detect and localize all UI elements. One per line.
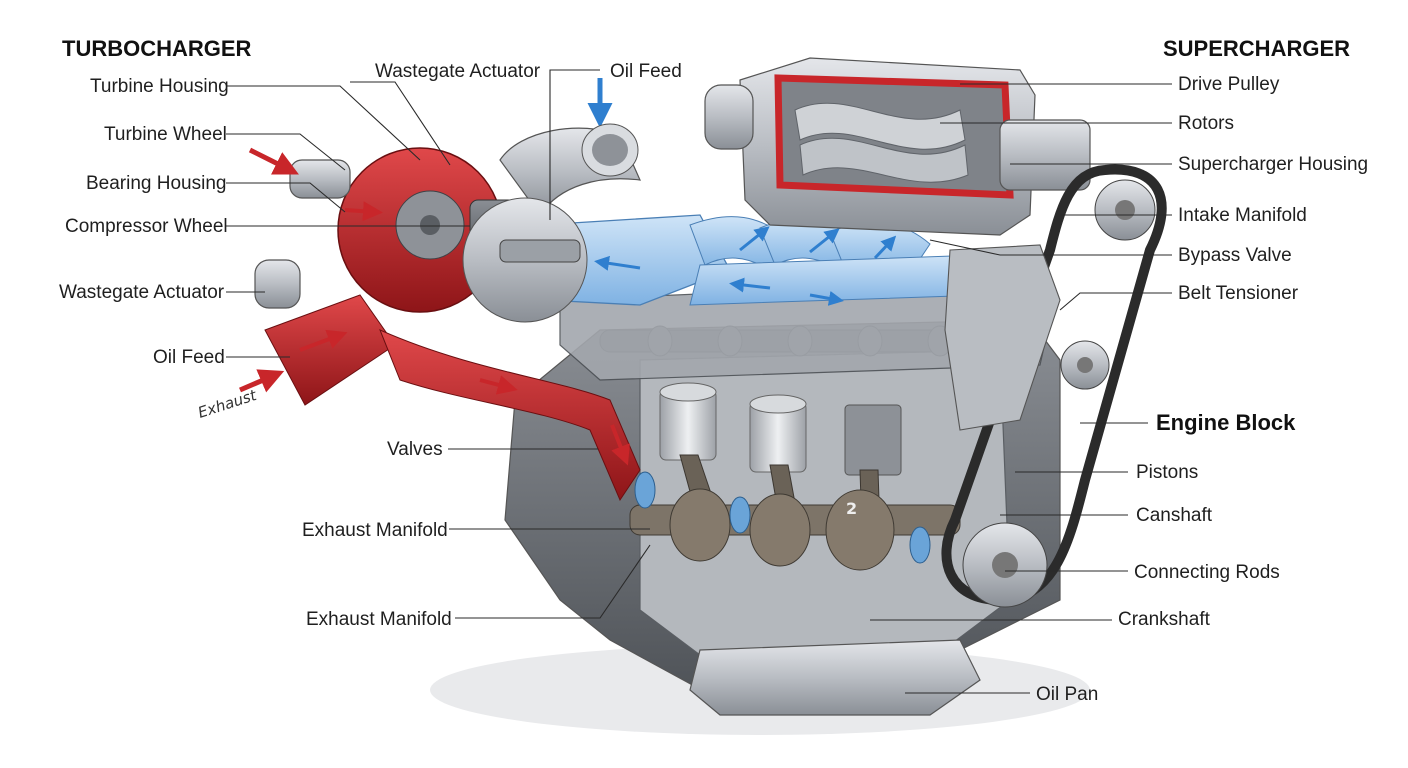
engine-illustration: 2 — [239, 57, 1167, 735]
rotor-1 — [794, 102, 966, 150]
label-crankshaft: Crankshaft — [1118, 609, 1211, 630]
label-rotors: Rotors — [1178, 113, 1234, 134]
label-belt-tensioner: Belt Tensioner — [1178, 283, 1299, 304]
label-connecting-rods: Connecting Rods — [1134, 562, 1280, 583]
timing-cover — [944, 244, 1061, 431]
leader-lines — [226, 69, 1172, 694]
turbocharger-group — [239, 147, 641, 502]
drive-pulley-hub — [1115, 200, 1135, 220]
intake-flow-arrow-6 — [809, 291, 844, 306]
intake-flow-arrow-2 — [739, 226, 770, 252]
piston-2-top — [749, 394, 807, 414]
label-oil-pan: Oil Pan — [1036, 684, 1098, 705]
heading-turbocharger: TURBOCHARGER — [62, 36, 252, 61]
supercharger-group — [704, 57, 1091, 236]
wastegate-canister — [254, 259, 301, 309]
main-bearing-2 — [729, 496, 751, 534]
intake-flow-arrow-4 — [873, 235, 897, 260]
label-intake-manifold: Intake Manifold — [1178, 205, 1307, 226]
oil-pan-shape — [689, 639, 981, 716]
label-camshaft: Canshaft — [1136, 505, 1213, 526]
crank-web-2 — [749, 493, 811, 567]
crank-web-3 — [825, 489, 895, 571]
label-exhaust-manifold-1: Exhaust Manifold — [302, 520, 448, 541]
exhaust-arrow-in-2 — [239, 369, 285, 393]
label-bearing-housing: Bearing Housing — [86, 173, 226, 194]
label-wastegate-actuator-left: Wastegate Actuator — [59, 282, 225, 303]
exhaust-arrow-flow-1 — [299, 329, 348, 352]
label-bypass-valve: Bypass Valve — [1178, 245, 1292, 266]
crank-web-1 — [669, 488, 731, 562]
label-compressor-wheel: Compressor Wheel — [65, 216, 228, 237]
intake-flow-arrow-3 — [809, 228, 840, 254]
intake-flow-arrow-5 — [729, 277, 771, 293]
label-turbine-housing: Turbine Housing — [90, 76, 229, 97]
compressor-shaft — [499, 239, 581, 263]
crank-pulley-hub — [992, 552, 1018, 578]
compressor-outlet-bore — [592, 134, 628, 166]
label-valves: Valves — [387, 439, 443, 460]
turbine-wheel-hub — [420, 215, 440, 235]
exhaust-arrow-flow-3 — [610, 424, 630, 466]
label-oil-feed-top: Oil Feed — [610, 61, 682, 82]
exhaust-arrow-flow-2 — [479, 375, 518, 395]
heading-supercharger: SUPERCHARGER — [1163, 36, 1350, 61]
label-pistons: Pistons — [1136, 462, 1198, 483]
exhaust-arrow-flow-4 — [344, 201, 383, 222]
piston-1-top — [659, 382, 717, 402]
exhaust-inlet-pipe — [264, 294, 396, 406]
label-exhaust-handwritten: Exhaust — [196, 386, 260, 422]
exhaust-arrow-in-1 — [248, 147, 299, 175]
turbo-inlet-stub — [289, 159, 351, 199]
crankshaft-group: 2 — [629, 471, 961, 571]
main-bearing-1 — [634, 471, 656, 509]
label-drive-pulley: Drive Pulley — [1178, 74, 1280, 95]
pistons-group — [659, 382, 902, 476]
heading-engine-block: Engine Block — [1156, 410, 1296, 435]
supercharger-nose — [999, 119, 1091, 191]
rotor-2 — [799, 137, 969, 183]
label-supercharger-housing: Supercharger Housing — [1178, 154, 1368, 175]
label-exhaust-manifold-2: Exhaust Manifold — [306, 609, 452, 630]
main-bearing-3 — [909, 526, 931, 564]
downpipe — [379, 329, 641, 502]
label-wastegate-actuator-top: Wastegate Actuator — [375, 61, 541, 82]
label-turbine-wheel: Turbine Wheel — [104, 124, 227, 145]
label-oil-feed-left: Oil Feed — [153, 347, 225, 368]
intake-flow-arrow-1 — [594, 255, 641, 271]
cylinder-number: 2 — [846, 499, 857, 518]
labels: TURBOCHARGER SUPERCHARGER Engine Block T… — [59, 36, 1368, 705]
cylinder-3 — [844, 404, 902, 476]
supercharger-inlet — [704, 84, 754, 150]
tensioner-pulley-hub — [1077, 357, 1093, 373]
